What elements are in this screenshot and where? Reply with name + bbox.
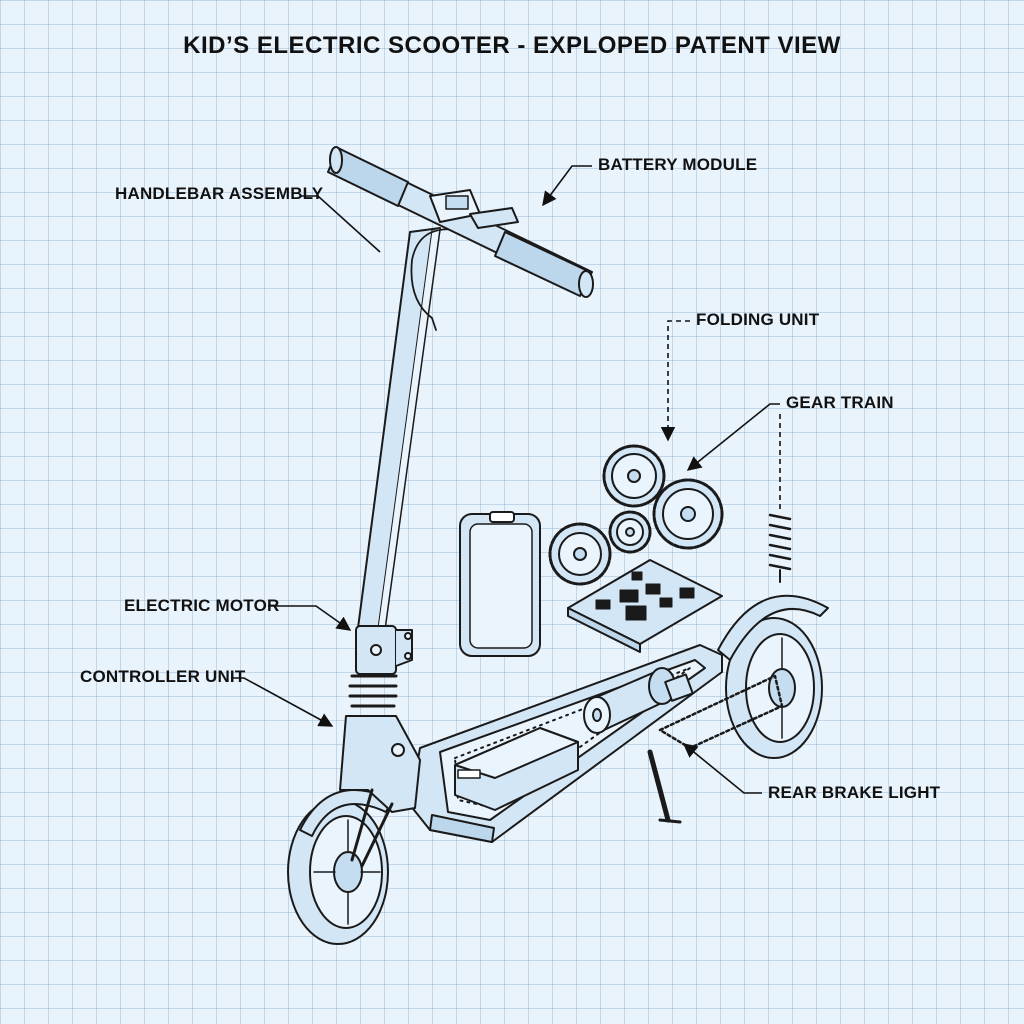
gear-train-part bbox=[548, 444, 724, 586]
rear-wheel bbox=[658, 594, 829, 759]
label-rear-brake-light: REAR BRAKE LIGHT bbox=[768, 783, 941, 802]
deck-battery bbox=[454, 727, 579, 811]
handlebar bbox=[327, 146, 594, 298]
leader-gear bbox=[686, 403, 780, 471]
leader-brake-light bbox=[682, 743, 762, 794]
battery-module-part bbox=[459, 511, 541, 657]
leader-handlebar bbox=[300, 195, 381, 253]
label-folding-unit: FOLDING UNIT bbox=[696, 310, 820, 329]
front-wheel bbox=[287, 789, 393, 945]
label-handlebar-assembly: HANDLEBAR ASSEMBLY bbox=[115, 184, 324, 203]
steering-stem bbox=[339, 227, 469, 868]
kickstand bbox=[647, 749, 671, 823]
leader-controller bbox=[232, 677, 334, 727]
label-battery-module: BATTERY MODULE bbox=[598, 155, 758, 174]
leader-motor bbox=[268, 605, 352, 631]
leader-folding bbox=[660, 320, 690, 442]
deck-motor bbox=[583, 667, 694, 734]
label-gear-train: GEAR TRAIN bbox=[786, 393, 894, 412]
leader-battery bbox=[542, 165, 592, 207]
diagram-title: KID’S ELECTRIC SCOOTER - EXPLOPED PATENT… bbox=[183, 32, 841, 59]
spring-part bbox=[768, 513, 792, 583]
controller-board-part bbox=[567, 559, 723, 653]
label-electric-motor: ELECTRIC MOTOR bbox=[124, 596, 280, 615]
label-controller-unit: CONTROLLER UNIT bbox=[80, 667, 246, 686]
